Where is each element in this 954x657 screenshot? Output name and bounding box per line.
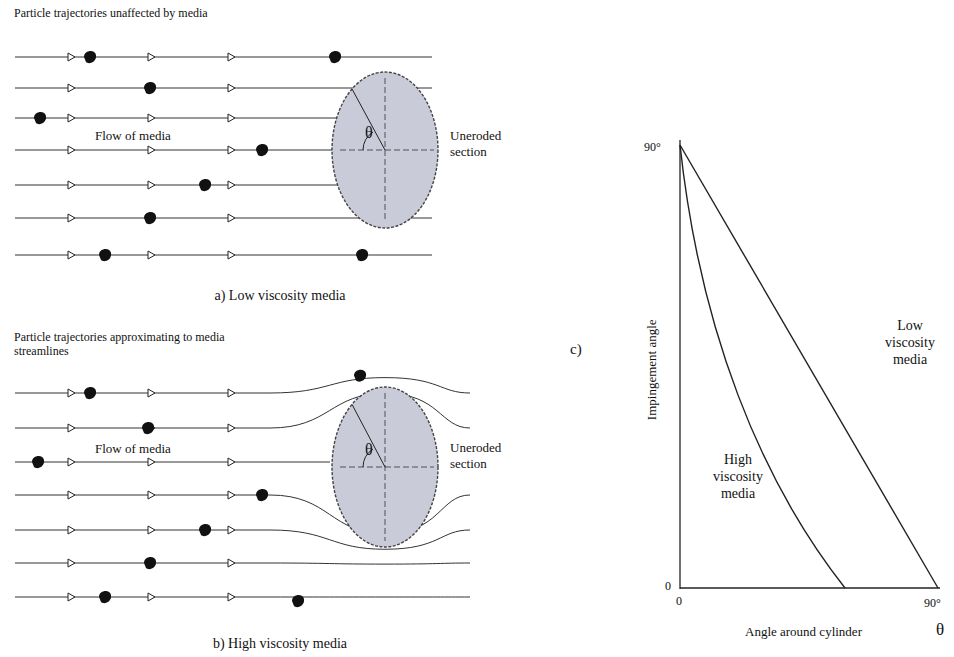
particle (256, 144, 268, 156)
flow-arrowhead (148, 458, 155, 466)
flow-arrowhead (228, 181, 235, 189)
flow-arrowhead (148, 146, 155, 154)
flow-arrowhead (68, 593, 75, 601)
particle (354, 370, 366, 382)
axis-tick: 90° (924, 596, 941, 610)
particle (199, 179, 211, 191)
panel-note: Particle trajectories unaffected by medi… (14, 6, 208, 20)
flow-arrowhead (228, 84, 235, 92)
particle (99, 591, 111, 603)
flow-arrowhead (228, 424, 235, 432)
flow-arrowhead (68, 146, 75, 154)
streamline (15, 462, 330, 463)
particle (84, 387, 96, 399)
flow-arrowhead (228, 491, 235, 499)
streamline (15, 563, 470, 564)
flow-arrowhead (68, 181, 75, 189)
flow-arrowhead (228, 559, 235, 567)
flow-label: Flow of media (95, 441, 171, 457)
flow-arrowhead (68, 114, 75, 122)
flow-arrowhead (68, 389, 75, 397)
particle (144, 82, 156, 94)
flow-arrowhead (228, 214, 235, 222)
axis-symbol: θ (936, 620, 944, 640)
particle (292, 595, 304, 607)
flow-arrowhead (148, 389, 155, 397)
flow-label: Flow of media (95, 128, 171, 144)
flow-arrowhead (68, 526, 75, 534)
axis-title: Angle around cylinder (745, 624, 862, 640)
axis-title: Impingement angle (643, 320, 659, 421)
cylinder: θ (330, 385, 440, 549)
particle (32, 456, 44, 468)
angle-symbol: θ (365, 124, 373, 142)
panel-note: Particle trajectories approximating to m… (14, 330, 234, 359)
centre-line (340, 467, 434, 468)
trajectories (15, 51, 470, 607)
flow-arrowhead (228, 526, 235, 534)
panel-caption: b) High viscosity media (130, 636, 430, 653)
flow-arrowhead (228, 389, 235, 397)
flow-arrowhead (148, 491, 155, 499)
flow-arrowhead (228, 251, 235, 259)
axis-tick: 0 (676, 594, 682, 608)
cylinder-outline (330, 385, 440, 549)
flow-arrowhead (68, 491, 75, 499)
series-label: High viscosity media (702, 452, 774, 502)
axis-tick: 90° (644, 140, 661, 154)
flow-arrowhead (68, 214, 75, 222)
particle (99, 249, 111, 261)
flow-arrowhead (68, 458, 75, 466)
flow-arrowhead (148, 593, 155, 601)
flow-arrowhead (68, 84, 75, 92)
panel-letter: c) (570, 340, 582, 358)
particle (34, 112, 46, 124)
high-viscosity-curve (680, 145, 845, 588)
trajectory-line (15, 255, 432, 256)
flow-arrowhead (228, 53, 235, 61)
flow-arrowhead (68, 559, 75, 567)
particle (142, 422, 154, 434)
particle (144, 212, 156, 224)
series-label: Low viscosity media (874, 318, 946, 368)
particle (199, 524, 211, 536)
cylinder: θ (330, 70, 440, 230)
flow-arrowhead (148, 53, 155, 61)
cylinder-body (332, 72, 438, 228)
flow-arrowhead (228, 458, 235, 466)
part-label: Uneroded section (450, 440, 512, 471)
angle-symbol: θ (365, 441, 373, 459)
radius-line (352, 89, 385, 150)
particle (144, 557, 156, 569)
particle (256, 489, 268, 501)
particle (84, 51, 96, 63)
trajectory-line (15, 57, 432, 58)
flow-arrowhead (148, 526, 155, 534)
flow-arrowhead (68, 424, 75, 432)
axis-tick: 0 (665, 579, 671, 593)
particle (329, 51, 341, 63)
flow-arrowhead (148, 251, 155, 259)
flow-arrowhead (228, 593, 235, 601)
flow-arrowhead (68, 251, 75, 259)
centre-line (340, 150, 434, 151)
flow-arrowhead (148, 114, 155, 122)
radius-line (352, 405, 385, 467)
part-label: Uneroded section (450, 128, 512, 159)
flow-arrowhead (228, 114, 235, 122)
panel-caption: a) Low viscosity media (130, 288, 430, 305)
cylinder-outline (330, 70, 440, 230)
cylinder-body (332, 387, 438, 547)
streamline (15, 597, 470, 598)
flow-arrowhead (228, 146, 235, 154)
particle (356, 249, 368, 261)
flow-arrowhead (148, 181, 155, 189)
flow-arrowhead (68, 53, 75, 61)
